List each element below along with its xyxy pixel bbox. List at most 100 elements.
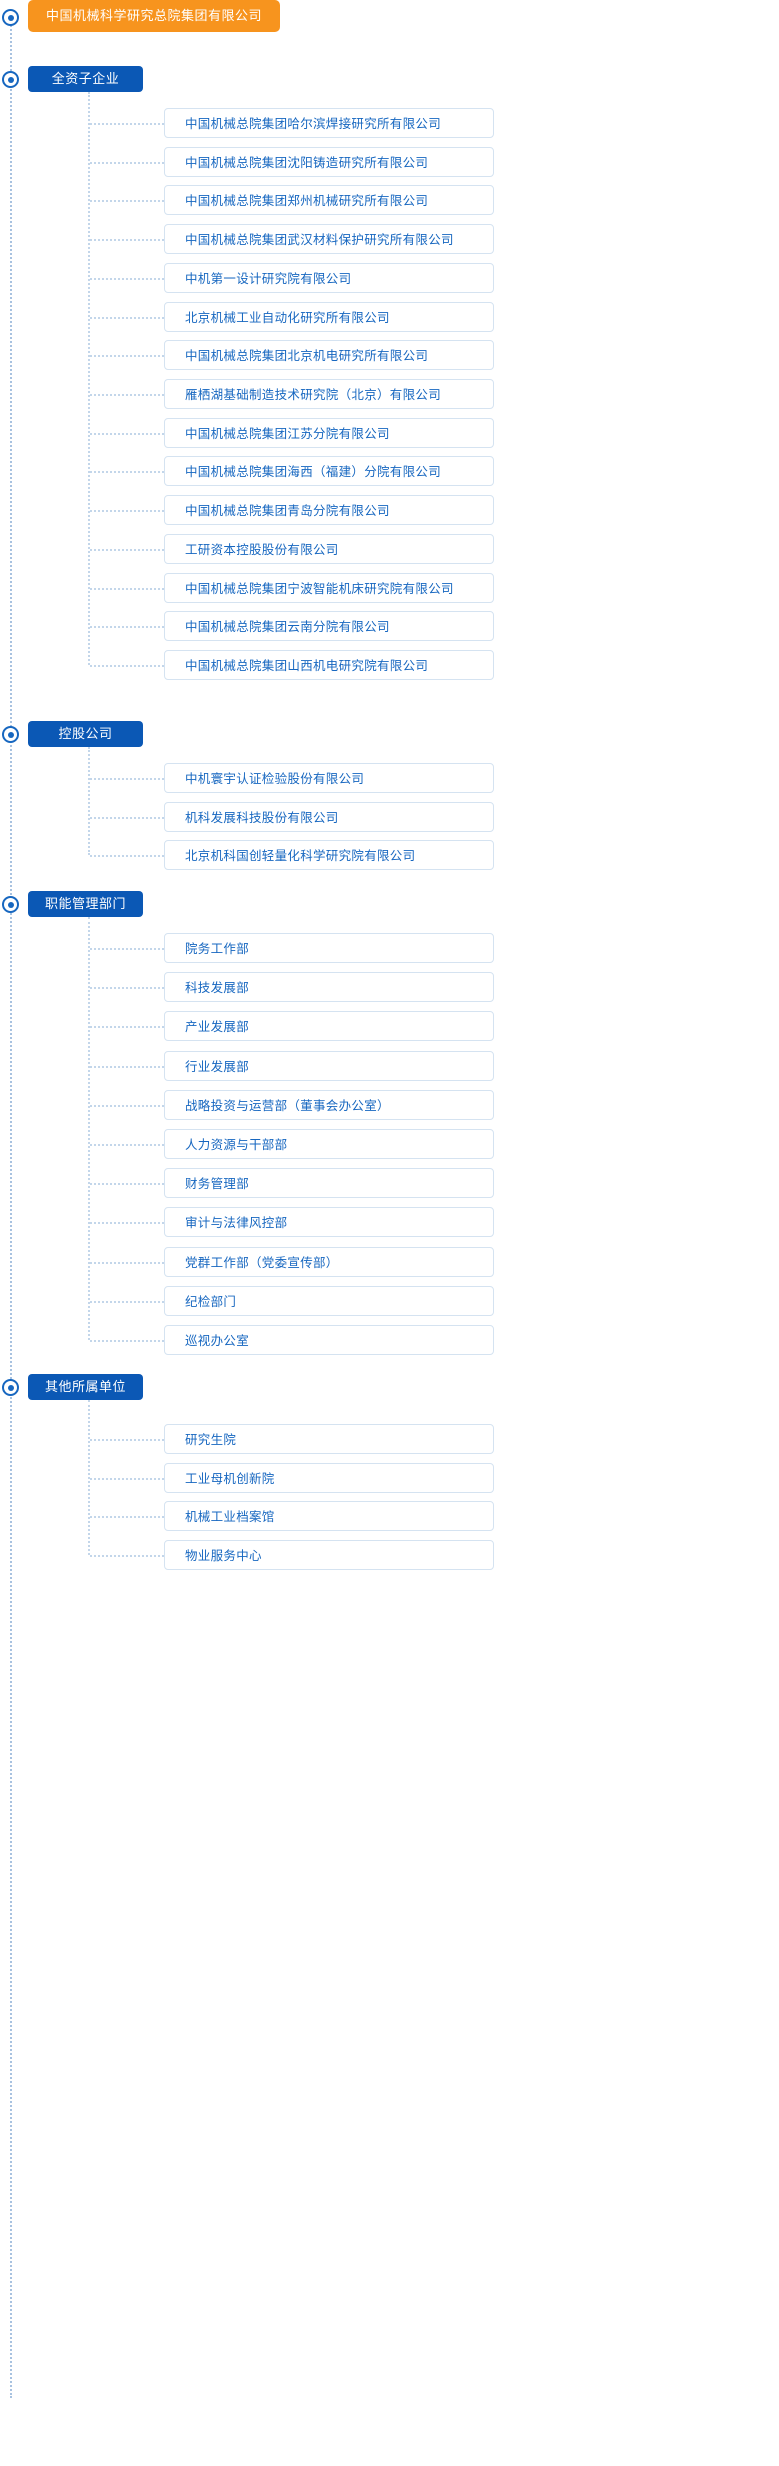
item-link-connector <box>90 355 164 358</box>
org-item[interactable]: 北京机科国创轻量化科学研究院有限公司 <box>164 840 494 871</box>
item-link-connector <box>90 1183 164 1186</box>
item-link-connector <box>90 1222 164 1225</box>
org-item-label: 巡视办公室 <box>185 1334 250 1348</box>
org-item[interactable]: 中国机械总院集团沈阳铸造研究所有限公司 <box>164 146 494 177</box>
org-item-label: 中国机械总院集团郑州机械研究所有限公司 <box>185 194 429 209</box>
org-item-label: 中国机械总院集团北京机电研究所有限公司 <box>185 349 429 364</box>
item-link-connector <box>90 816 164 819</box>
group-stem-connector <box>88 92 90 666</box>
org-item[interactable]: 党群工作部（党委宣传部） <box>164 1246 494 1277</box>
org-item[interactable]: 北京机械工业自动化研究所有限公司 <box>164 301 494 332</box>
item-link-connector <box>90 123 164 125</box>
org-item[interactable]: 中机寰宇认证检验股份有限公司 <box>164 763 494 793</box>
org-item[interactable]: 院务工作部 <box>164 933 494 963</box>
org-item-label: 院务工作部 <box>185 942 250 956</box>
org-item[interactable]: 中国机械总院集团武汉材料保护研究所有限公司 <box>164 224 494 255</box>
group-label-控股公司[interactable]: 控股公司 <box>28 721 143 747</box>
org-item-label: 机科发展科技股份有限公司 <box>185 810 339 825</box>
org-item[interactable]: 研究生院 <box>164 1424 494 1454</box>
item-link-connector <box>90 587 164 590</box>
group-stem-connector <box>88 1400 90 1556</box>
org-item[interactable]: 物业服务中心 <box>164 1540 494 1571</box>
item-link-connector <box>90 1555 164 1558</box>
org-item[interactable]: 巡视办公室 <box>164 1325 494 1355</box>
org-item[interactable]: 工业母机创新院 <box>164 1462 494 1493</box>
item-link-connector <box>90 239 164 242</box>
org-item[interactable]: 产业发展部 <box>164 1011 494 1042</box>
org-item[interactable]: 中国机械总院集团江苏分院有限公司 <box>164 417 494 448</box>
org-item[interactable]: 机械工业档案馆 <box>164 1501 494 1532</box>
org-item-label: 物业服务中心 <box>185 1549 262 1564</box>
org-item[interactable]: 中机第一设计研究院有限公司 <box>164 262 494 293</box>
item-link-connector <box>90 161 164 164</box>
item-link-connector <box>90 987 164 990</box>
group-label-职能管理部门[interactable]: 职能管理部门 <box>28 891 143 917</box>
item-link-connector <box>90 548 164 551</box>
group-label-全资子企业[interactable]: 全资子企业 <box>28 66 143 92</box>
item-link-connector <box>90 1477 164 1480</box>
org-item[interactable]: 中国机械总院集团云南分院有限公司 <box>164 611 494 642</box>
org-item-label: 财务管理部 <box>185 1177 250 1192</box>
org-item[interactable]: 战略投资与运营部（董事会办公室） <box>164 1089 494 1120</box>
org-item-label: 中机寰宇认证检验股份有限公司 <box>185 772 365 786</box>
item-link-connector <box>90 200 164 203</box>
org-item[interactable]: 人力资源与干部部 <box>164 1129 494 1159</box>
org-item-label: 中国机械总院集团宁波智能机床研究院有限公司 <box>185 581 454 596</box>
org-item[interactable]: 中国机械总院集团哈尔滨焊接研究所有限公司 <box>164 108 494 138</box>
item-link-connector <box>90 855 164 858</box>
org-item-label: 党群工作部（党委宣传部） <box>185 1255 339 1270</box>
root-spine-connector <box>10 18 12 2398</box>
group-node-bullet-icon <box>2 1379 19 1396</box>
item-link-connector <box>90 1439 164 1441</box>
item-link-connector <box>90 510 164 513</box>
group-node-bullet-icon <box>2 726 19 743</box>
item-link-connector <box>90 1300 164 1303</box>
item-link-connector <box>90 471 164 474</box>
root-node-label[interactable]: 中国机械科学研究总院集团有限公司 <box>28 0 281 32</box>
org-item-label: 中国机械总院集团沈阳铸造研究所有限公司 <box>185 155 429 170</box>
org-item[interactable]: 中国机械总院集团宁波智能机床研究院有限公司 <box>164 572 494 603</box>
org-item[interactable]: 工研资本控股股份有限公司 <box>164 533 494 564</box>
org-item-label: 机械工业档案馆 <box>185 1510 275 1525</box>
org-item[interactable]: 中国机械总院集团青岛分院有限公司 <box>164 495 494 526</box>
item-link-connector <box>90 665 164 668</box>
org-item[interactable]: 中国机械总院集团北京机电研究所有限公司 <box>164 340 494 371</box>
group-node-bullet-icon <box>2 896 19 913</box>
org-item-label: 中国机械总院集团武汉材料保护研究所有限公司 <box>185 233 454 248</box>
item-link-connector <box>90 1104 164 1107</box>
org-item-label: 中国机械总院集团海西（福建）分院有限公司 <box>185 465 442 480</box>
org-item[interactable]: 行业发展部 <box>164 1050 494 1081</box>
org-item[interactable]: 机科发展科技股份有限公司 <box>164 801 494 832</box>
org-item-label: 中国机械总院集团江苏分院有限公司 <box>185 426 390 441</box>
org-item[interactable]: 雁栖湖基础制造技术研究院（北京）有限公司 <box>164 379 494 410</box>
root-node-row: 中国机械科学研究总院集团有限公司 <box>0 0 779 36</box>
group-node-bullet-icon <box>2 71 19 88</box>
group-stem-connector <box>88 747 90 856</box>
org-item-label: 中国机械总院集团哈尔滨焊接研究所有限公司 <box>185 117 442 131</box>
org-item-label: 工研资本控股股份有限公司 <box>185 542 339 557</box>
item-link-connector <box>90 778 164 780</box>
item-link-connector <box>90 432 164 435</box>
org-item-label: 北京机科国创轻量化科学研究院有限公司 <box>185 849 416 864</box>
item-link-connector <box>90 1261 164 1264</box>
item-link-connector <box>90 277 164 280</box>
item-link-connector <box>90 1026 164 1029</box>
org-item-label: 中机第一设计研究院有限公司 <box>185 271 352 286</box>
group-label-其他所属单位[interactable]: 其他所属单位 <box>28 1374 143 1400</box>
item-link-connector <box>90 1144 164 1146</box>
org-item-label: 产业发展部 <box>185 1020 250 1035</box>
org-item-label: 工业母机创新院 <box>185 1471 275 1486</box>
item-link-connector <box>90 316 164 319</box>
org-item[interactable]: 科技发展部 <box>164 972 494 1003</box>
org-item[interactable]: 中国机械总院集团山西机电研究院有限公司 <box>164 650 494 681</box>
org-item[interactable]: 财务管理部 <box>164 1168 494 1199</box>
org-item[interactable]: 纪检部门 <box>164 1285 494 1316</box>
org-item[interactable]: 审计与法律风控部 <box>164 1207 494 1238</box>
org-item-label: 研究生院 <box>185 1433 237 1447</box>
org-item-label: 行业发展部 <box>185 1059 250 1074</box>
org-item-label: 审计与法律风控部 <box>185 1216 288 1231</box>
org-item-label: 雁栖湖基础制造技术研究院（北京）有限公司 <box>185 388 442 403</box>
org-item[interactable]: 中国机械总院集团郑州机械研究所有限公司 <box>164 185 494 216</box>
org-item[interactable]: 中国机械总院集团海西（福建）分院有限公司 <box>164 456 494 487</box>
